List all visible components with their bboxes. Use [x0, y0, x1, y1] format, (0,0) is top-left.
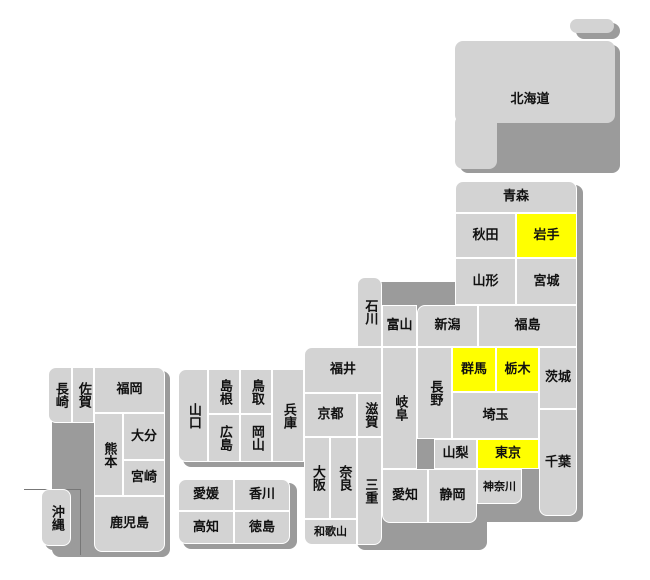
pref-yamaguchi[interactable]: 山口: [178, 369, 208, 462]
pref-tokushima[interactable]: 徳島: [234, 511, 290, 544]
pref-ibaraki[interactable]: 茨城: [539, 347, 577, 409]
pref-gunma[interactable]: 群馬: [452, 347, 496, 392]
pref-niigata[interactable]: 新潟: [417, 305, 478, 347]
pref-shimane[interactable]: 島根: [208, 369, 240, 414]
pref-fukui[interactable]: 福井: [304, 347, 382, 393]
pref-miyazaki[interactable]: 宮崎: [123, 460, 165, 496]
pref-kumamoto[interactable]: 熊本: [94, 413, 123, 496]
pref-kochi[interactable]: 高知: [178, 511, 234, 544]
pref-chiba[interactable]: 千葉: [539, 409, 577, 516]
pref-nagano[interactable]: 長野: [417, 347, 452, 439]
pref-aomori[interactable]: 青森: [455, 181, 577, 213]
pref-ehime[interactable]: 愛媛: [178, 479, 234, 511]
pref-yamanashi[interactable]: 山梨: [434, 439, 477, 469]
pref-shiga[interactable]: 滋賀: [357, 393, 382, 437]
pref-akita[interactable]: 秋田: [455, 213, 516, 258]
pref-aichi[interactable]: 愛知: [382, 469, 428, 523]
pref-kagoshima[interactable]: 鹿児島: [94, 496, 165, 552]
hokkaido-islet: [570, 19, 614, 33]
pref-hiroshima[interactable]: 広島: [208, 414, 240, 462]
pref-fukushima[interactable]: 福島: [478, 305, 577, 347]
pref-kagawa[interactable]: 香川: [234, 479, 290, 511]
pref-kyoto[interactable]: 京都: [304, 393, 357, 437]
okinawa-divider: [80, 489, 81, 555]
pref-gifu[interactable]: 岐阜: [382, 347, 417, 469]
pref-okayama[interactable]: 岡山: [240, 414, 272, 462]
pref-hokkaido[interactable]: 北海道: [510, 92, 550, 108]
pref-osaka[interactable]: 大阪: [304, 437, 330, 519]
pref-tottori[interactable]: 鳥取: [240, 369, 272, 414]
pref-nagasaki[interactable]: 長崎: [48, 367, 72, 423]
pref-saga[interactable]: 佐賀: [72, 367, 94, 423]
pref-ishikawa[interactable]: 石川: [357, 277, 382, 347]
pref-okinawa[interactable]: 沖縄: [41, 489, 71, 546]
pref-toyama[interactable]: 富山: [382, 305, 417, 347]
pref-wakayama[interactable]: 和歌山: [304, 519, 357, 545]
pref-hyogo[interactable]: 兵庫: [272, 369, 304, 462]
pref-saitama[interactable]: 埼玉: [452, 392, 539, 439]
pref-mie[interactable]: 三重: [357, 437, 382, 545]
pref-oita[interactable]: 大分: [123, 413, 165, 460]
pref-yamagata[interactable]: 山形: [455, 258, 516, 305]
pref-fukuoka[interactable]: 福岡: [94, 367, 165, 413]
pref-nara[interactable]: 奈良: [330, 437, 357, 519]
pref-kanagawa[interactable]: 神奈川: [477, 469, 522, 504]
pref-miyagi[interactable]: 宮城: [516, 258, 577, 305]
pref-tokyo[interactable]: 東京: [477, 439, 539, 469]
hokkaido-shape: [455, 115, 497, 169]
pref-iwate[interactable]: 岩手: [516, 213, 577, 258]
pref-tochigi[interactable]: 栃木: [496, 347, 539, 392]
hokkaido-shape: [455, 41, 615, 123]
pref-shizuoka[interactable]: 静岡: [428, 469, 477, 523]
